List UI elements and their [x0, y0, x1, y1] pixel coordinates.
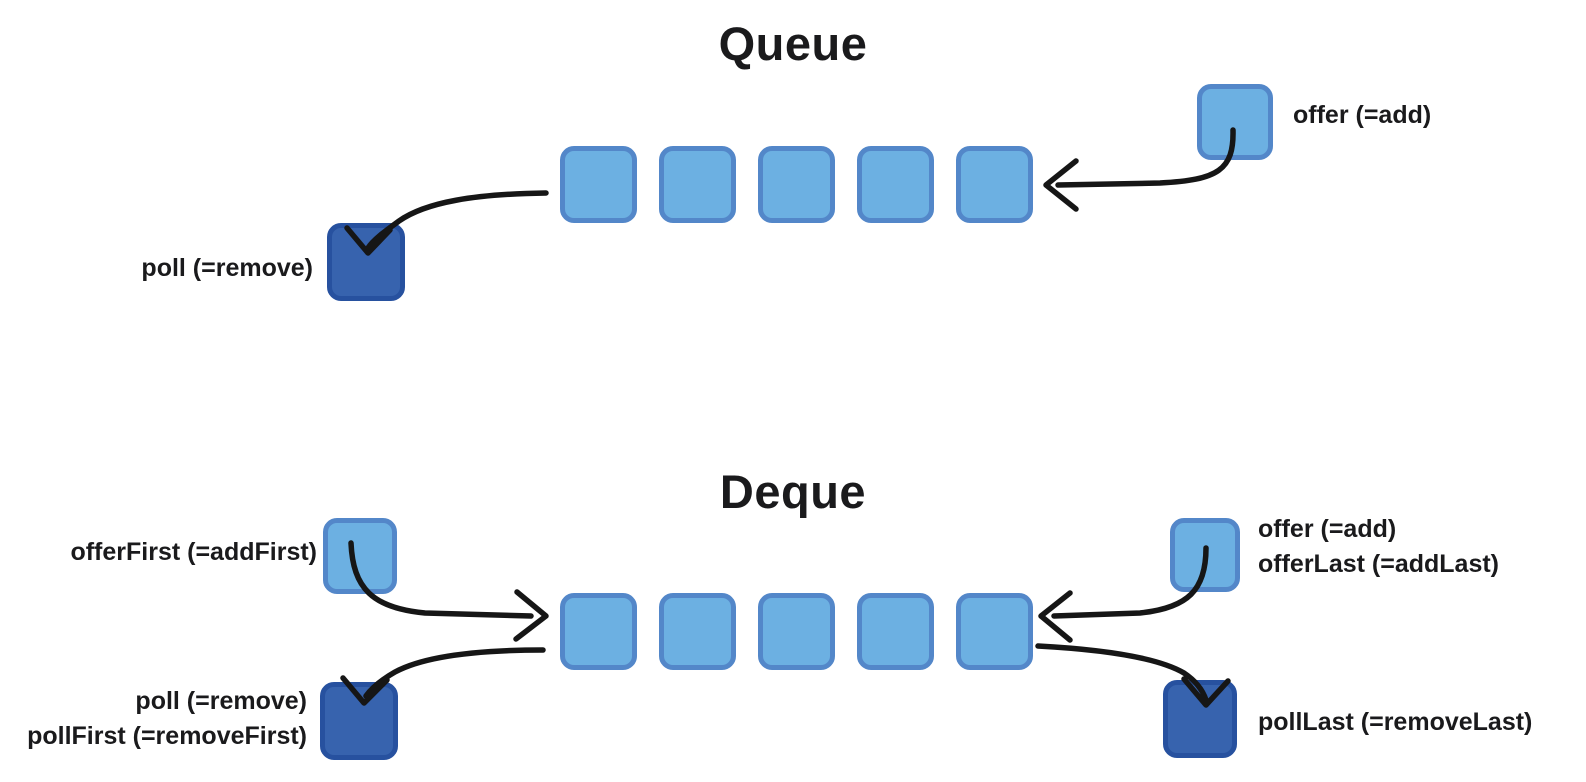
- deque-cell: [857, 593, 934, 670]
- deque-poll-label: poll (=remove): [135, 687, 307, 715]
- queue-cell: [659, 146, 736, 223]
- deque-offer-last-box: [1170, 518, 1240, 592]
- queue-cell: [560, 146, 637, 223]
- deque-poll-last-box: [1163, 680, 1237, 758]
- deque-cell: [956, 593, 1033, 670]
- deque-offer-label: offer (=add): [1258, 515, 1397, 543]
- deque-cell: [659, 593, 736, 670]
- queue-title: Queue: [718, 17, 868, 70]
- queue-poll-label: poll (=remove): [141, 254, 313, 282]
- queue-offer-box: [1197, 84, 1273, 160]
- queue-cell: [857, 146, 934, 223]
- queue-offer-label: offer (=add): [1293, 101, 1432, 129]
- deque-offer-last-labels: offer (=add) offerLast (=addLast): [1258, 512, 1499, 582]
- queue-cell: [758, 146, 835, 223]
- queue-cells: [560, 146, 1033, 223]
- deque-offer-first-box: [323, 518, 397, 594]
- deque-poll-first-labels: poll (=remove) pollFirst (=removeFirst): [10, 684, 307, 754]
- queue-poll-box: [327, 223, 405, 301]
- deque-poll-first-box: [320, 682, 398, 760]
- deque-cells: [560, 593, 1033, 670]
- deque-offer-last-label: offerLast (=addLast): [1258, 550, 1500, 578]
- deque-cell: [758, 593, 835, 670]
- deque-title: Deque: [719, 465, 867, 518]
- queue-cell: [956, 146, 1033, 223]
- deque-poll-first-label: pollFirst (=removeFirst): [27, 722, 307, 750]
- deque-offer-first-label: offerFirst (=addFirst): [70, 538, 317, 566]
- deque-poll-last-label: pollLast (=removeLast): [1258, 708, 1533, 736]
- deque-cell: [560, 593, 637, 670]
